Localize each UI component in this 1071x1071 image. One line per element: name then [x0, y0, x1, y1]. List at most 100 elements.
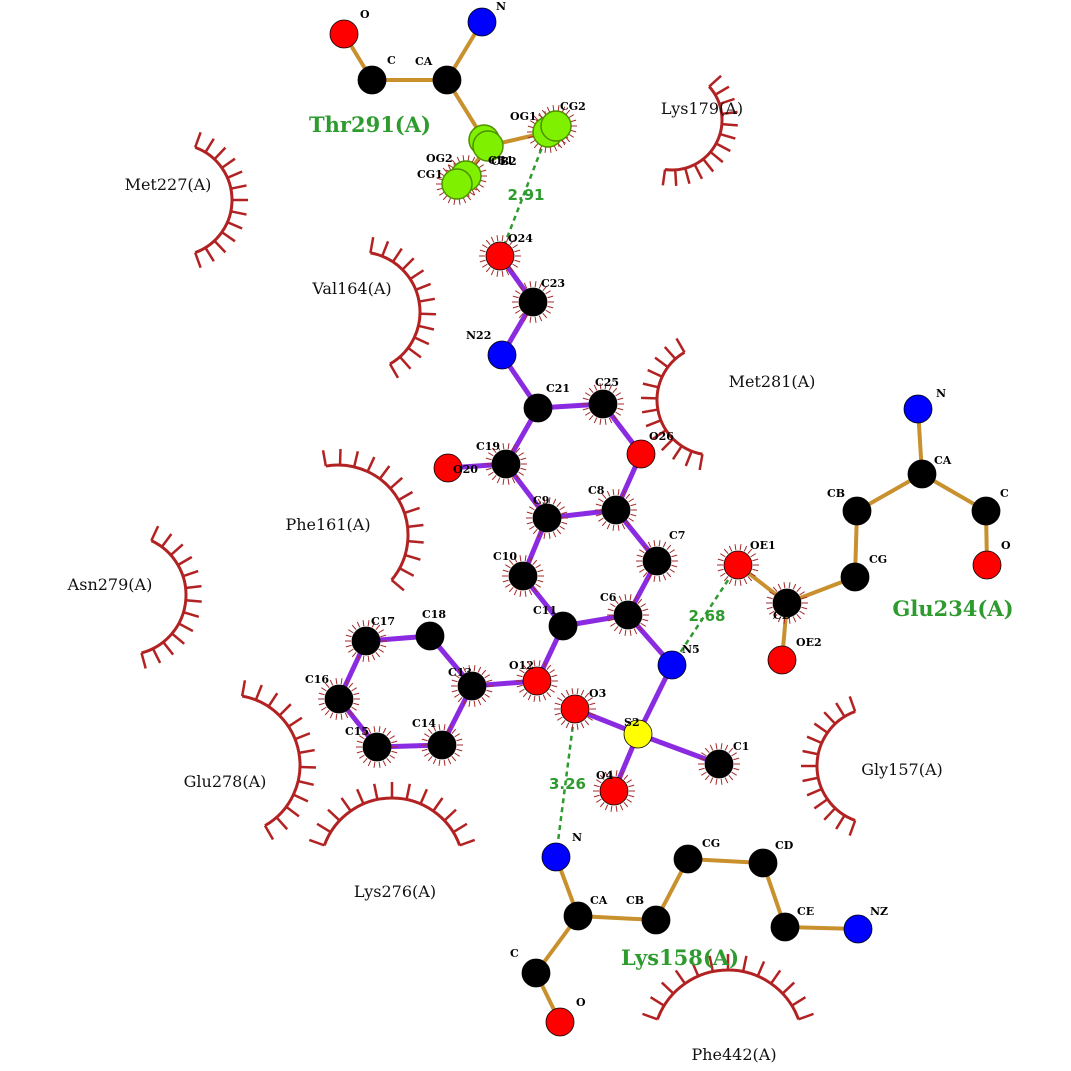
atom-spoke: [424, 752, 430, 757]
atom-lys-c: [521, 958, 551, 988]
hydrophobic-spoke: [409, 269, 425, 281]
hydrophobic-spoke: [169, 543, 184, 557]
atom-spoke: [624, 629, 627, 636]
atom-spoke: [391, 750, 398, 754]
atom-label-c8: C8: [588, 484, 605, 497]
atom-c18: [415, 621, 445, 651]
atom-spoke: [698, 767, 705, 771]
atom-spoke: [378, 726, 381, 733]
hydrophobic-spoke: [673, 169, 678, 186]
atom-spoke: [486, 689, 493, 693]
atom-spoke: [340, 678, 343, 685]
hydrophobic-spoke: [432, 797, 444, 812]
atom-spoke: [621, 523, 626, 530]
atom-spoke: [335, 678, 338, 685]
atom-glu-o: [972, 550, 1002, 580]
atom-spoke: [720, 572, 726, 577]
atom-spoke: [345, 644, 352, 648]
atom-label-lys-cg: CG: [702, 837, 720, 850]
atom-spoke: [451, 689, 458, 693]
hydrophobic-contacts-layer: [140, 74, 857, 1021]
atom-spoke: [568, 133, 574, 138]
atom-spoke: [512, 305, 519, 309]
atom-spoke: [788, 582, 791, 589]
atom-c13: [457, 671, 487, 701]
atom-spoke: [509, 267, 515, 273]
atom-spoke: [348, 648, 354, 653]
atom-label-glu-n: N: [936, 387, 946, 400]
hydrophobic-spoke: [193, 131, 202, 148]
atom-spoke: [514, 259, 521, 263]
atom-spoke: [619, 804, 624, 811]
atom-spoke: [519, 688, 525, 693]
atom-spoke: [532, 559, 538, 565]
atom-spoke: [628, 794, 635, 798]
atom-spokes-o12: [516, 660, 558, 702]
atom-spoke: [438, 724, 441, 731]
atom-spoke: [561, 106, 566, 113]
atom-label-thr-cg1: CG1: [417, 168, 443, 181]
atom-spoke: [545, 290, 551, 295]
atom-spoke: [545, 309, 551, 314]
atom-spoke: [589, 712, 596, 716]
atom-spoke: [557, 105, 560, 112]
atom-label-lys-cd: CD: [775, 839, 794, 852]
atom-glu-cd: [772, 588, 802, 618]
atom-spoke: [593, 794, 600, 798]
hydrophobic-spoke: [642, 382, 659, 389]
atom-spoke: [532, 529, 538, 535]
atom-spoke: [529, 316, 532, 323]
atom-spoke: [477, 666, 482, 673]
atom-spoke: [351, 687, 357, 692]
hydrophobic-spoke: [352, 451, 360, 468]
atom-spoke: [612, 387, 618, 393]
atom-spoke: [485, 239, 491, 245]
atom-label-c23: C23: [541, 277, 565, 290]
atom-spoke: [642, 618, 649, 622]
atom-spoke: [772, 614, 778, 620]
hydrophobic-residue-label: Met227(A): [125, 175, 212, 194]
atom-spoke: [462, 666, 467, 673]
atom-spoke: [560, 692, 566, 698]
atom-spoke: [576, 723, 579, 730]
hydrophobic-spoke: [407, 539, 424, 544]
atom-spoke: [728, 545, 733, 552]
hydrophobic-spoke: [230, 210, 247, 216]
atom-spoke: [585, 392, 591, 397]
atom-spoke: [601, 521, 607, 527]
atom-lys-cg: [673, 844, 703, 874]
atom-spoke: [505, 236, 510, 243]
atom-spoke: [588, 387, 594, 393]
hydrophobic-spoke: [718, 97, 735, 106]
atom-spoke: [432, 758, 437, 765]
atom-spoke: [421, 748, 428, 752]
atom-c6: [613, 600, 643, 630]
atom-label-lys-o: O: [576, 996, 586, 1009]
atom-spoke: [607, 618, 614, 622]
atom-spoke: [432, 725, 437, 732]
atom-label-thr-og1: OG1: [510, 110, 537, 123]
atom-spoke: [436, 177, 443, 181]
hydrophobic-spoke: [226, 221, 243, 230]
atom-spoke: [801, 596, 808, 600]
hydrophobic-spoke: [404, 506, 421, 515]
hydrophobic-spoke: [741, 955, 748, 972]
atom-label-lys-n: N: [572, 831, 582, 844]
hydrophobic-spoke: [372, 783, 379, 800]
atom-spoke: [608, 384, 613, 391]
atom-spoke: [720, 778, 723, 785]
atom-spoke: [359, 754, 365, 759]
atom-spoke: [629, 629, 632, 636]
atom-thr-ca: [432, 65, 462, 95]
atom-spoke: [524, 590, 527, 597]
atom-spoke: [792, 583, 797, 590]
atom-spoke: [551, 674, 558, 678]
atom-lys-o: [545, 1007, 575, 1037]
atom-spoke: [537, 498, 542, 505]
atoms-layer: [324, 7, 1002, 1037]
atom-c23: [518, 287, 548, 317]
atom-spoke: [466, 195, 472, 201]
atom-spoke: [427, 728, 433, 734]
atom-label-thr-ca: CA: [415, 55, 433, 68]
